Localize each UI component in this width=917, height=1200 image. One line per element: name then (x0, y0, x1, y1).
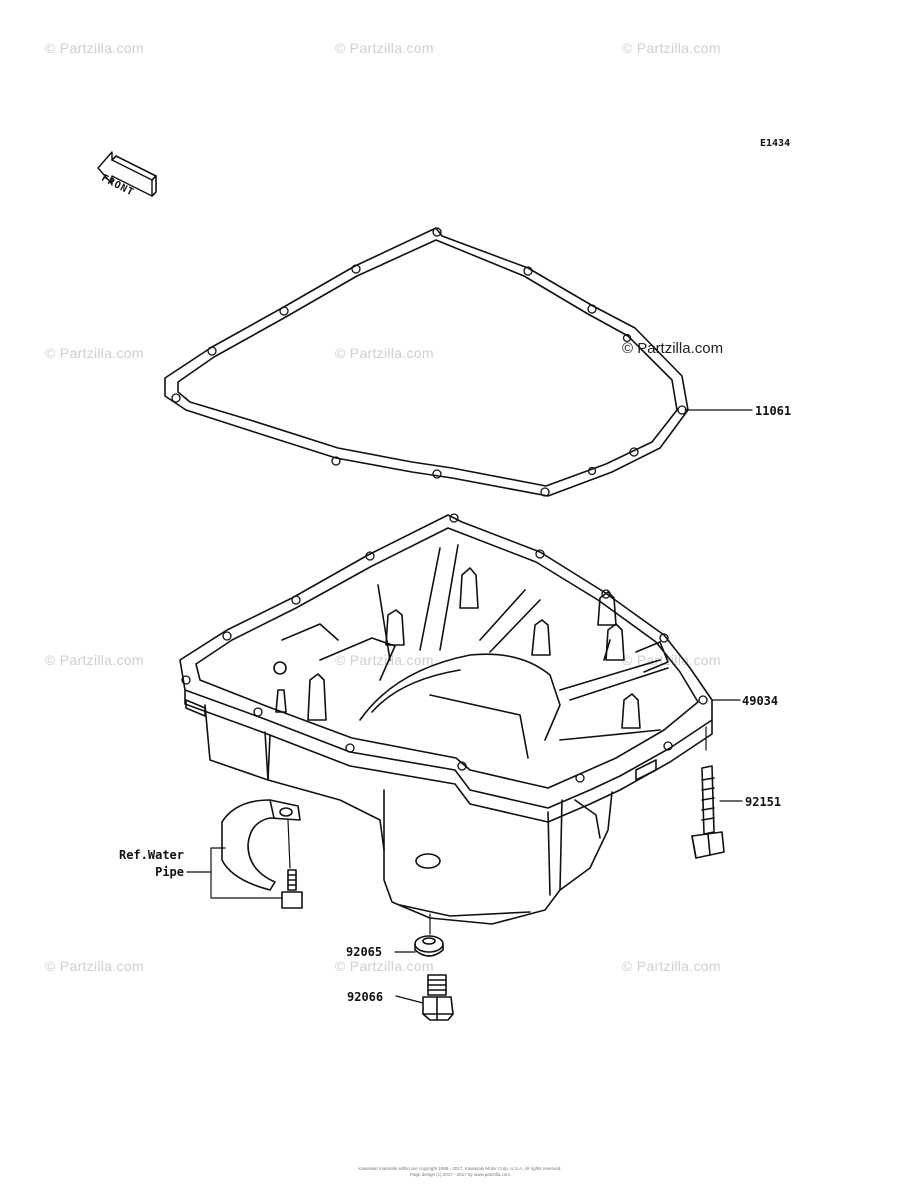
front-arrow-icon (97, 151, 157, 197)
copyright-notice: Kawasaki materials within are copyright … (330, 1166, 590, 1178)
copyright-line-1: Kawasaki materials within are copyright … (358, 1166, 562, 1171)
bolt-92151 (691, 765, 725, 859)
drain-plug-92066 (422, 974, 454, 1021)
diagram-code: E1434 (760, 138, 791, 149)
part-number-49034: 49034 (742, 694, 779, 708)
ref-line-2: Pipe (155, 865, 184, 879)
watermark: © Partzilla.com (335, 40, 434, 56)
part-number-11061: 11061 (755, 404, 792, 418)
oil-pan-49034 (179, 513, 713, 925)
ref-water-pipe-label: Ref.Water Pipe (80, 847, 184, 881)
watermark: © Partzilla.com (335, 652, 434, 668)
part-number-92151: 92151 (745, 795, 782, 809)
watermark: © Partzilla.com (45, 40, 144, 56)
watermark: © Partzilla.com (622, 40, 721, 56)
part-number-92065: 92065 (346, 945, 383, 959)
watermark-dark: © Partzilla.com (622, 340, 724, 357)
watermark: © Partzilla.com (45, 958, 144, 974)
water-pipe-clamp (221, 799, 303, 909)
watermark: © Partzilla.com (622, 958, 721, 974)
watermark: © Partzilla.com (335, 345, 434, 361)
watermark: © Partzilla.com (45, 345, 144, 361)
leader-lines (186, 409, 753, 1004)
gasket-11061 (164, 227, 689, 497)
copyright-line-2: Page design (c) 2017 - 2017 by www.partz… (409, 1172, 511, 1177)
ref-line-1: Ref.Water (118, 848, 184, 862)
watermark: © Partzilla.com (45, 652, 144, 668)
part-number-92066: 92066 (347, 990, 384, 1004)
watermark: © Partzilla.com (335, 958, 434, 974)
washer-92065 (414, 935, 444, 957)
